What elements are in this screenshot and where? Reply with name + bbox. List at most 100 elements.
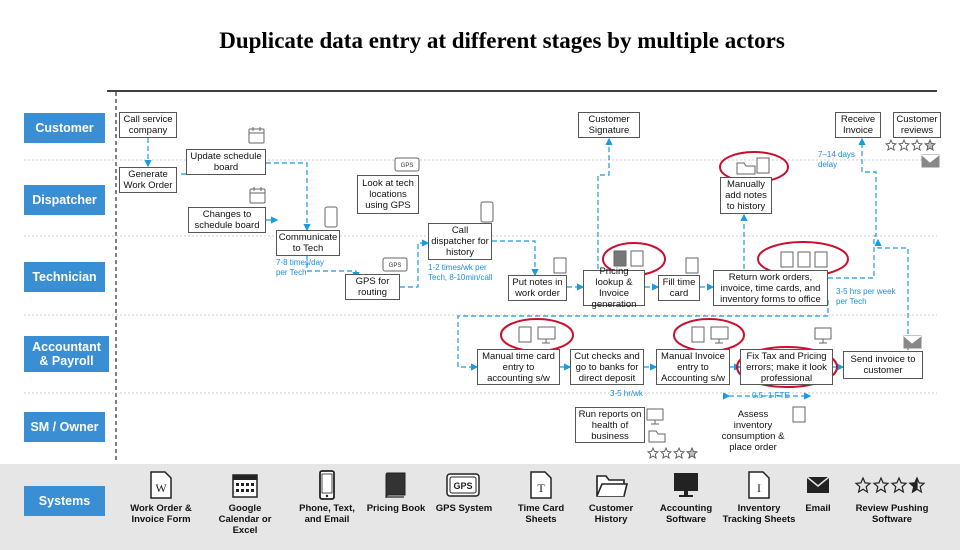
step-customer-signature: Customer Signature [578,112,640,138]
word-doc-icon: W [150,471,172,499]
system-email: Email [781,470,855,514]
stars-icon [884,138,937,151]
word-doc-icon [553,257,567,274]
system-time-card: T Time Card Sheets [504,470,578,525]
envelope-icon [903,335,922,349]
step-generate-work-order: Generate Work Order [119,167,177,193]
monitor-icon [537,326,556,344]
gps-icon-label: GPS [389,263,402,269]
envelope-icon [921,154,940,168]
lane-sm-owner: SM / Owner [24,412,105,442]
note-7-14-days: 7–14 days delay [818,150,855,169]
monitor-icon [710,326,729,344]
arrow-return-to-timecard [457,300,829,371]
system-customer-history: Customer History [574,470,648,525]
system-google-calendar: Google Calendar or Excel [208,470,282,536]
note-1-2-times: 1-2 times/wk per Tech, 8-10min/call [428,263,493,282]
lane-customer: Customer [24,113,105,143]
word-doc-icon [630,250,644,267]
word-doc-icon [756,157,770,174]
step-call-service: Call service company [119,112,177,138]
step-customer-reviews: Customer reviews [893,112,941,138]
word-doc-icon [780,251,794,268]
highlight-invoice [673,318,745,352]
gps-icon: GPS [446,473,480,497]
system-accounting: Accounting Software [649,470,723,525]
folder-icon [596,475,628,497]
lane-accountant-payroll: Accountant & Payroll [24,336,109,372]
step-communicate-tech: Communicate to Tech [276,230,340,256]
lane-technician: Technician [24,262,105,292]
note-3-5-hrs: 3-5 hrs per week per Tech [836,287,896,306]
step-pricing-lookup: Pricing lookup & Invoice generation [583,266,645,310]
highlight-timecard [500,318,574,352]
system-inventory: I Inventory Tracking Sheets [722,470,796,525]
svg-text:W: W [155,481,167,495]
calendar-icon [232,474,258,498]
step-put-notes: Put notes in work order [508,275,567,301]
phone-icon [319,470,335,500]
timecard-icon: T [530,471,552,499]
timecard-icon [797,251,811,268]
system-work-order-form: W Work Order & Invoice Form [124,470,198,525]
arrow-call-to-notes [492,240,539,277]
step-assess-inventory: Assess inventory consumption & place ord… [718,407,788,454]
svg-text:I: I [757,481,761,495]
timecard-icon [814,251,828,268]
step-run-reports: Run reports on health of business [575,407,645,443]
calendar-icon [249,187,266,204]
folder-icon [736,162,756,175]
inventory-icon: I [748,471,770,499]
step-gps-routing: GPS for routing [345,274,400,300]
book-icon [385,472,406,499]
inline-icons [248,127,940,443]
timecard-icon [518,326,532,343]
stars-icon [854,476,926,494]
arrow-return-to-receive [828,137,877,279]
note-7-8-times: 7-8 times/day per Tech [276,258,325,277]
step-return-work-orders: Return work orders, invoice, time cards,… [713,270,828,306]
phone-icon [324,206,338,228]
gps-icon [394,157,420,172]
envelope-icon [806,476,830,493]
system-gps: GPS GPS System [427,470,501,514]
system-pricing-book: Pricing Book [359,470,433,514]
inventory-icon [792,406,806,423]
calendar-icon [248,127,265,144]
arrow-send-to-customer [874,238,909,350]
arrow-update-to-communicate [266,162,311,232]
step-send-invoice: Send invoice to customer [843,351,923,379]
step-call-dispatcher: Call dispatcher for history [428,223,492,260]
monitor-icon [814,327,832,344]
lane-dispatcher: Dispatcher [24,185,105,215]
gps-icon [382,257,408,272]
arrow-gps-to-call [400,239,430,288]
step-fill-time-card: Fill time card [658,275,700,301]
folder-icon [648,430,666,443]
note-fte: 0.5 -1 FTE [752,391,790,400]
step-fix-tax: Fix Tax and Pricing errors; make it look… [740,349,833,385]
phone-icon [480,201,494,223]
svg-text:T: T [537,481,545,495]
highlight-fix-tax [736,346,838,388]
lane-systems-label: Systems [24,486,105,516]
svg-text:GPS: GPS [453,481,472,491]
monitor-icon [646,408,664,425]
page-title: Duplicate data entry at different stages… [219,28,785,53]
gps-icon-label: GPS [401,163,414,169]
system-review-software: Review Pushing Software [850,470,934,525]
monitor-icon [674,473,698,497]
stars-icon [646,446,699,459]
arrow-pricing-to-signature [597,137,613,269]
step-manual-invoice: Manual Invoice entry to Accounting s/w [656,349,730,385]
review-stars [646,138,937,459]
word-doc-icon [685,257,699,274]
book-icon [613,250,627,267]
note-3-5-hr-wk: 3-5 hr/wk [610,389,643,398]
flow-arrows [144,137,909,400]
word-doc-icon [691,326,705,343]
step-manual-time-card: Manual time card entry to accounting s/w [477,349,560,385]
step-update-schedule: Update schedule board [186,149,266,175]
step-changes-schedule: Changes to schedule board [188,207,266,233]
